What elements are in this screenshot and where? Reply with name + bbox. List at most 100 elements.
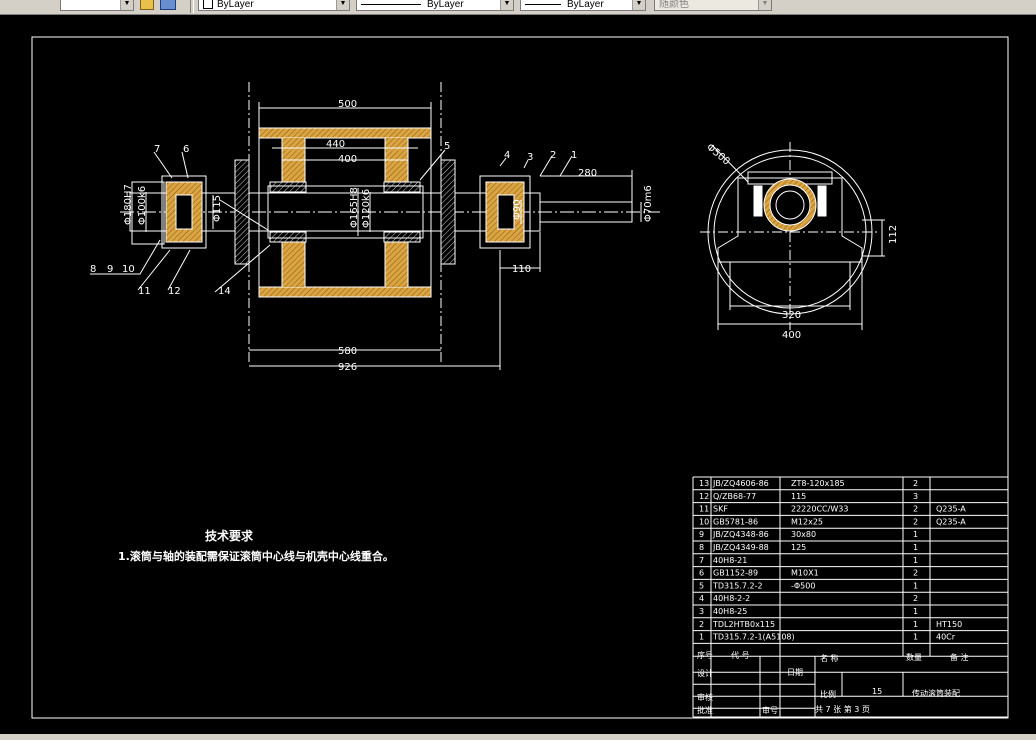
title-approve-label: 批准 [697,705,713,715]
bom-cell-no: 3 [699,607,704,616]
layer-combo-value: ByLayer [217,0,254,10]
bom-cell-qty: 2 [913,569,918,578]
bom-header-remark: 备 注 [950,652,969,662]
part-number-7: 7 [154,144,160,155]
bom-cell-no: 8 [699,543,704,552]
tech-req-line-1: 1.滚筒与轴的装配需保证滚筒中心线与机壳中心线重合。 [118,549,394,563]
title-sheet-no-label: 审号 [762,705,778,715]
bom-cell-no: 5 [699,581,704,590]
layer-color-swatch [203,0,213,10]
part-number-14: 14 [218,286,231,297]
front-view-labels: 500 440 400 280 110 580 926 Φ180H7 Φ100k… [90,99,654,373]
dim-phi-500: Φ500 [704,142,732,168]
part-number-1: 1 [571,150,577,161]
parts-list-table [692,476,1009,718]
title-drawing-name: 传动滚筒装配 [912,688,960,698]
bom-cell-code: GB1152-89 [713,569,758,578]
bom-cell-no: 9 [699,530,704,539]
bom-cell-code: 40H8-25 [713,607,747,616]
bom-cell-code: GB5781-86 [713,517,758,526]
bom-cell-code: TDL2HTB0x115 [712,620,775,629]
linetype-preview [361,3,421,5]
part-number-2: 2 [550,150,556,161]
title-scale-value: 15 [872,687,882,696]
bom-cell-name: ZT8-120x185 [791,479,845,488]
bom-cell-name: 125 [791,543,806,552]
bom-cell-no: 4 [699,594,704,603]
bom-cell-qty: 1 [913,530,918,539]
dim-400-side: 400 [782,330,801,341]
title-design-label: 设计 [697,668,713,678]
chevron-down-icon[interactable]: ▼ [500,0,513,10]
dim-926: 926 [338,362,357,373]
dim-580: 580 [338,346,357,357]
technical-requirements: 技术要求 1.滚筒与轴的装配需保证滚筒中心线与机壳中心线重合。 [118,528,394,563]
dim-320: 320 [782,310,801,321]
lineweight-preview [525,3,561,5]
bom-cell-qty: 2 [913,594,918,603]
dim-phi-115: Φ115 [212,195,223,222]
part-number-11: 11 [138,286,151,297]
part-number-6: 6 [183,144,189,155]
bom-cell-no: 12 [699,492,709,501]
dim-phi-120k6: Φ120k6 [361,189,372,228]
dim-phi-165h8: Φ165H8 [349,187,360,228]
bom-header-no: 序号 [697,650,713,660]
bom-cell-qty: 1 [913,556,918,565]
layer-state-icon[interactable] [140,0,154,10]
dim-phi-70m6: Φ70m6 [643,185,654,222]
title-date-label: 日期 [787,668,803,677]
title-sheet-count: 共 7 张 第 3 页 [815,704,870,714]
chevron-down-icon[interactable]: ▼ [758,0,771,10]
bom-cell-no: 1 [699,633,704,642]
drawing-canvas[interactable]: 500 440 400 280 110 580 926 Φ180H7 Φ100k… [0,14,1036,734]
bom-cell-code: TD315.7.2-1(A5108) [712,633,795,642]
lineweight-combo-value: ByLayer [567,0,604,10]
bom-cell-name: 22220CC/W33 [791,505,848,514]
linetype-combo-value: ByLayer [427,0,464,10]
plotstyle-combo-value: 随颜色 [659,0,689,10]
status-bar-edge [0,734,1036,740]
bom-cell-no: 11 [699,505,709,514]
bom-cell-qty: 1 [913,581,918,590]
plotstyle-combo[interactable]: 随颜色 ▼ [654,0,772,11]
bom-cell-code: TD315.7.2-2 [712,581,763,590]
bom-cell-no: 6 [699,569,704,578]
dim-110: 110 [512,264,531,275]
part-number-3: 3 [527,152,533,163]
layer-combo[interactable]: ByLayer ▼ [198,0,350,11]
bom-cell-name: 30x80 [791,530,816,539]
bom-cell-material: HT150 [936,620,962,629]
lineweight-combo[interactable]: ByLayer ▼ [520,0,646,11]
bom-cell-code: Q/ZB68-77 [713,492,756,501]
bom-cell-qty: 2 [913,517,918,526]
chevron-down-icon[interactable]: ▼ [336,0,349,10]
part-number-4: 4 [504,150,510,161]
bom-cell-code: JB/ZQ4348-86 [712,530,769,539]
bom-cell-name: M10X1 [791,569,819,578]
title-check-label: 审核 [697,692,713,702]
dim-phi-180h7: Φ180H7 [123,184,134,225]
bom-cell-no: 7 [699,556,704,565]
dim-500: 500 [338,99,357,110]
part-number-5: 5 [444,141,450,152]
layer-combo-tail[interactable]: ▼ [60,0,134,11]
chevron-down-icon[interactable]: ▼ [632,0,645,10]
linetype-combo[interactable]: ByLayer ▼ [356,0,514,11]
side-view [700,142,885,330]
bom-cell-qty: 1 [913,607,918,616]
toolbar-separator [190,0,194,13]
title-scale-label: 比例 [820,689,836,699]
bom-cell-qty: 3 [913,492,918,501]
bom-header-name: 名 称 [820,653,839,663]
bom-cell-no: 10 [699,517,709,526]
dim-phi-100k6: Φ100k6 [137,186,148,225]
layer-stack-icon[interactable] [160,0,176,10]
tech-req-title: 技术要求 [205,528,254,543]
bom-cell-code: JB/ZQ4606-86 [712,479,769,488]
bom-cell-qty: 1 [913,620,918,629]
bom-cell-no: 13 [699,479,709,488]
bom-cell-material: Q235-A [936,517,966,526]
chevron-down-icon[interactable]: ▼ [120,0,133,10]
